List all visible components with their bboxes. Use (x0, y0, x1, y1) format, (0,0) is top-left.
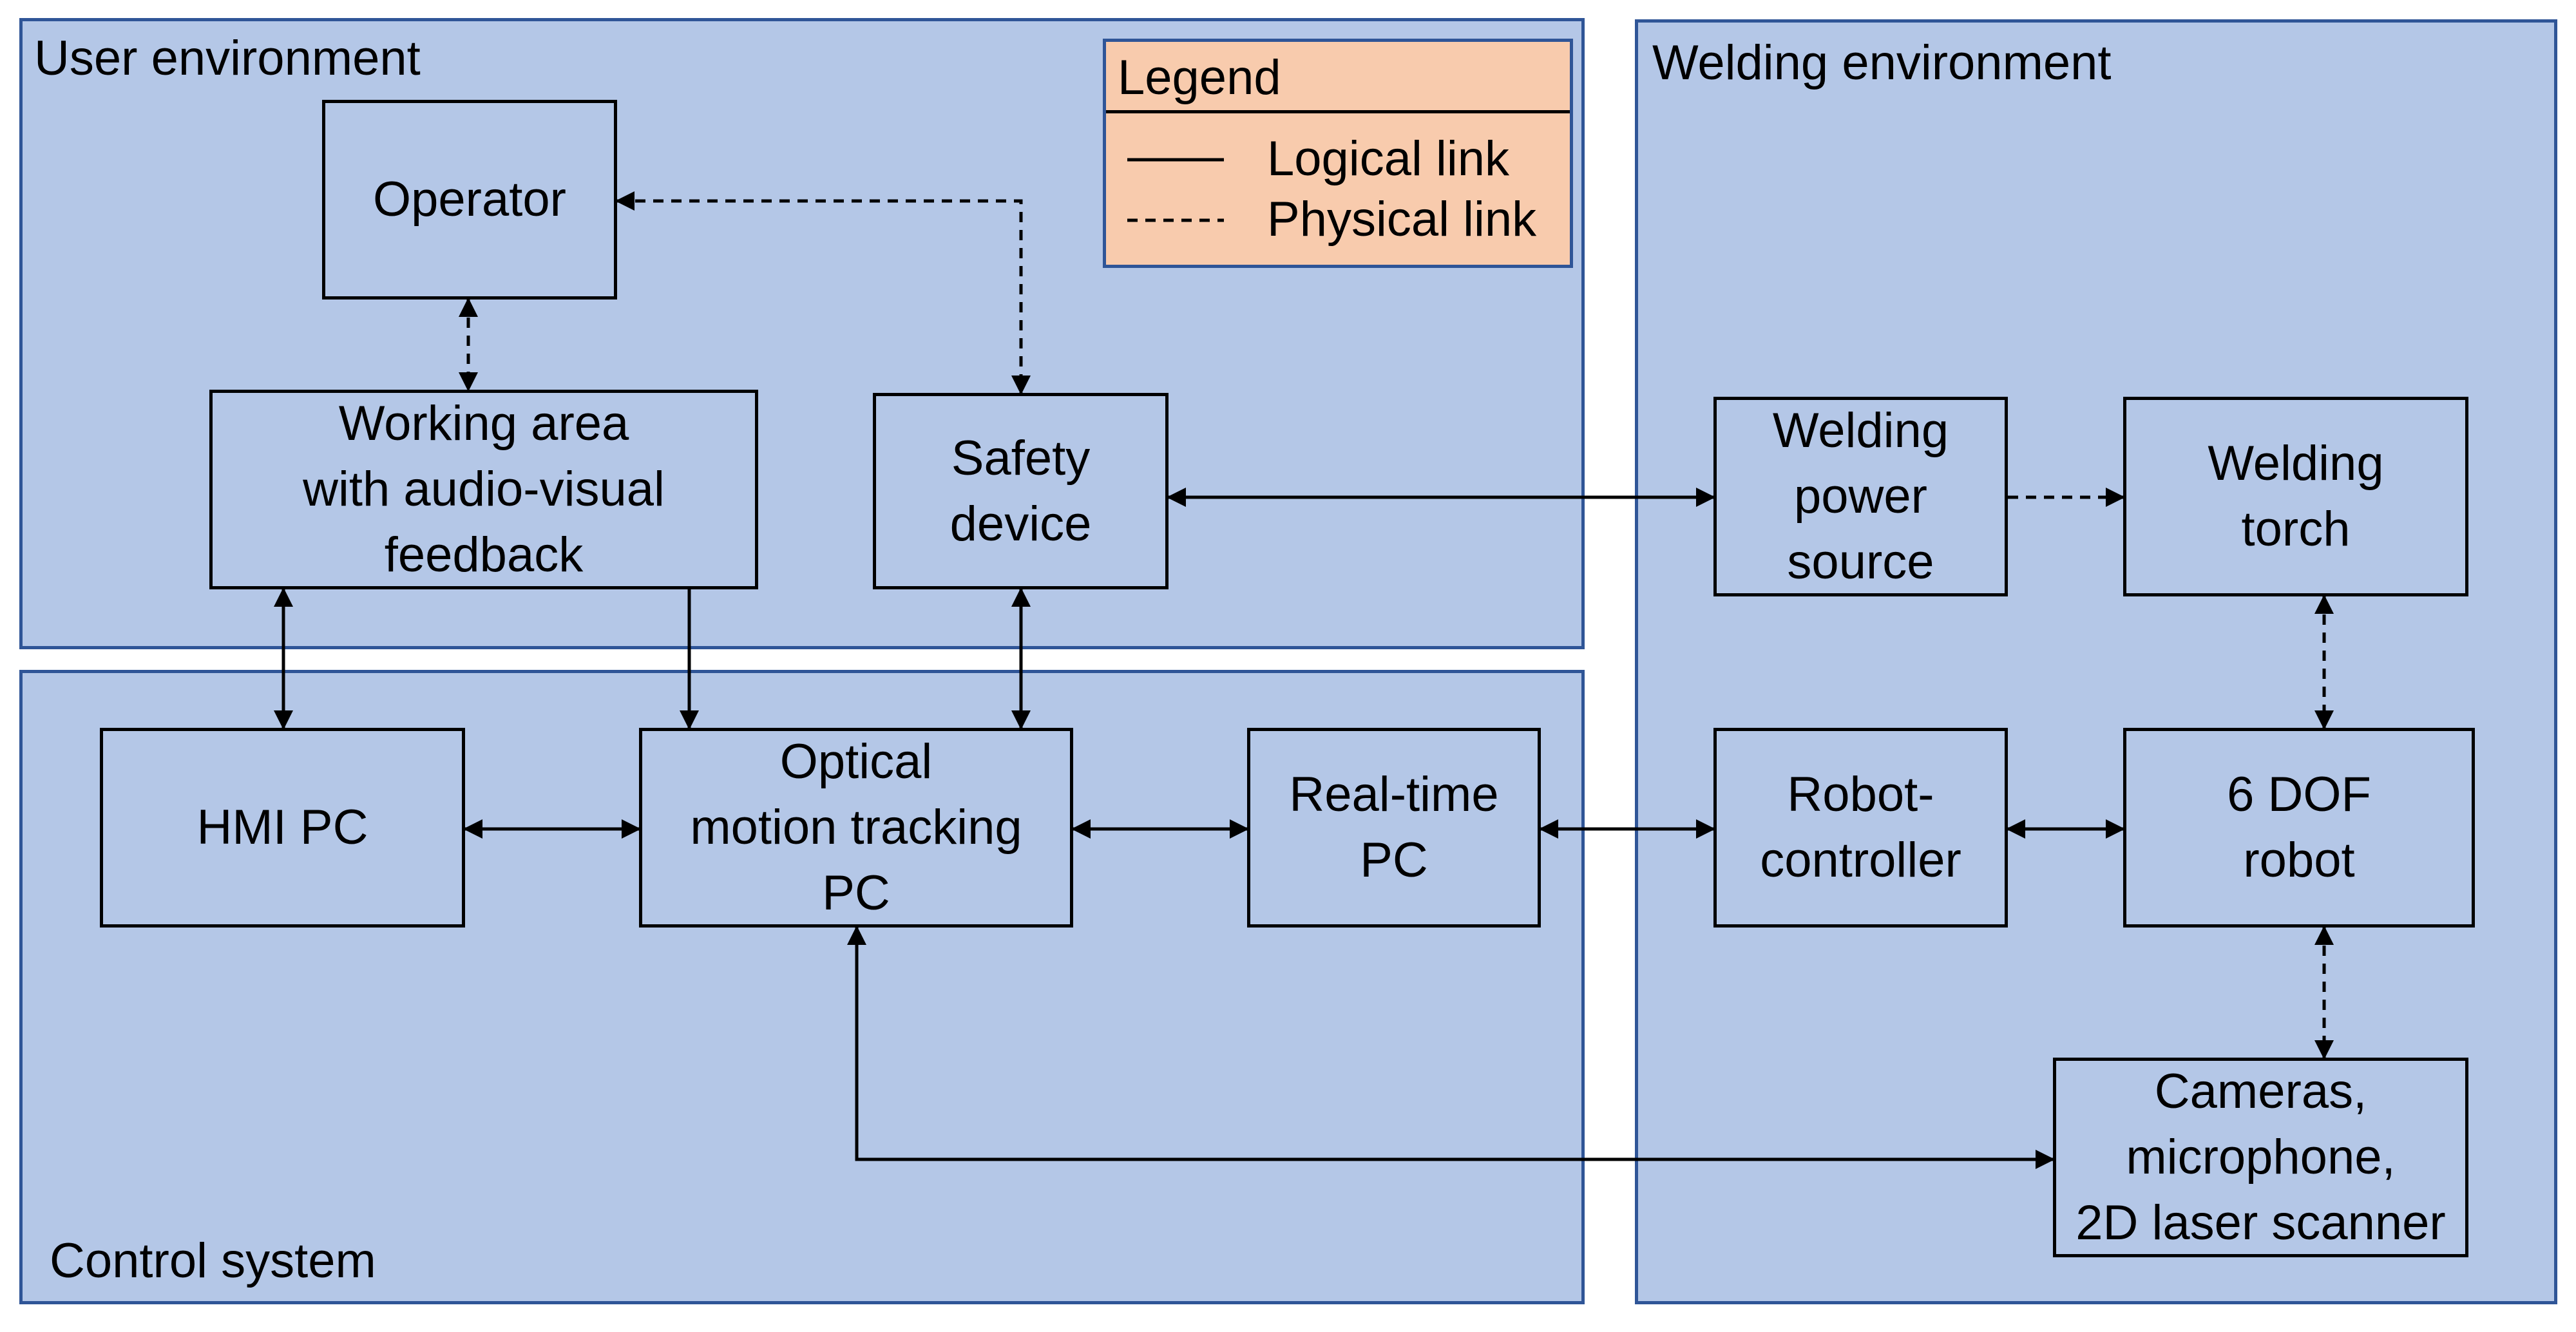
realtime-pc-label: Real-time PC (1289, 767, 1499, 888)
optical-tracking-pc-node: Optical motion tracking PC (639, 728, 1073, 928)
legend-title: Legend (1118, 50, 1281, 105)
cameras-sensors-node: Cameras, microphone, 2D laser scanner (2053, 1058, 2468, 1257)
robot-6dof-node: 6 DOF robot (2123, 728, 2475, 928)
welding-power-source-node: Welding power source (1713, 397, 2008, 596)
robot-6dof-label: 6 DOF robot (2227, 767, 2371, 888)
hmi-pc-node: HMI PC (100, 728, 465, 928)
optical-tracking-pc-label: Optical motion tracking PC (690, 734, 1022, 920)
robot-controller-label: Robot- controller (1760, 767, 1961, 888)
legend: Legend Logical link Physical link (1103, 39, 1573, 268)
working-area-node: Working area with audio-visual feedback (209, 390, 758, 589)
link-operator-safety-device (615, 191, 1031, 395)
link-tracking-pc-cameras (847, 926, 2055, 1169)
hmi-pc-label: HMI PC (196, 800, 368, 855)
safety-device-node: Safety device (873, 393, 1169, 589)
robot-controller-node: Robot- controller (1713, 728, 2008, 928)
legend-divider (1106, 110, 1570, 113)
cameras-sensors-label: Cameras, microphone, 2D laser scanner (2075, 1064, 2446, 1250)
welding-power-source-label: Welding power source (1772, 403, 1949, 589)
legend-swatches (1127, 158, 1224, 222)
control-system-label: Control system (50, 1233, 376, 1288)
welding-environment-label: Welding environment (1652, 35, 2112, 90)
welding-torch-node: Welding torch (2123, 397, 2468, 596)
working-area-label: Working area with audio-visual feedback (303, 396, 665, 582)
logical-link-label: Logical link (1267, 131, 1509, 186)
realtime-pc-node: Real-time PC (1247, 728, 1541, 928)
physical-link-label: Physical link (1267, 192, 1537, 247)
user-environment-label: User environment (34, 31, 421, 86)
operator-node: Operator (322, 100, 617, 300)
operator-label: Operator (373, 172, 566, 227)
welding-torch-label: Welding torch (2208, 436, 2384, 557)
safety-device-label: Safety device (949, 430, 1092, 551)
